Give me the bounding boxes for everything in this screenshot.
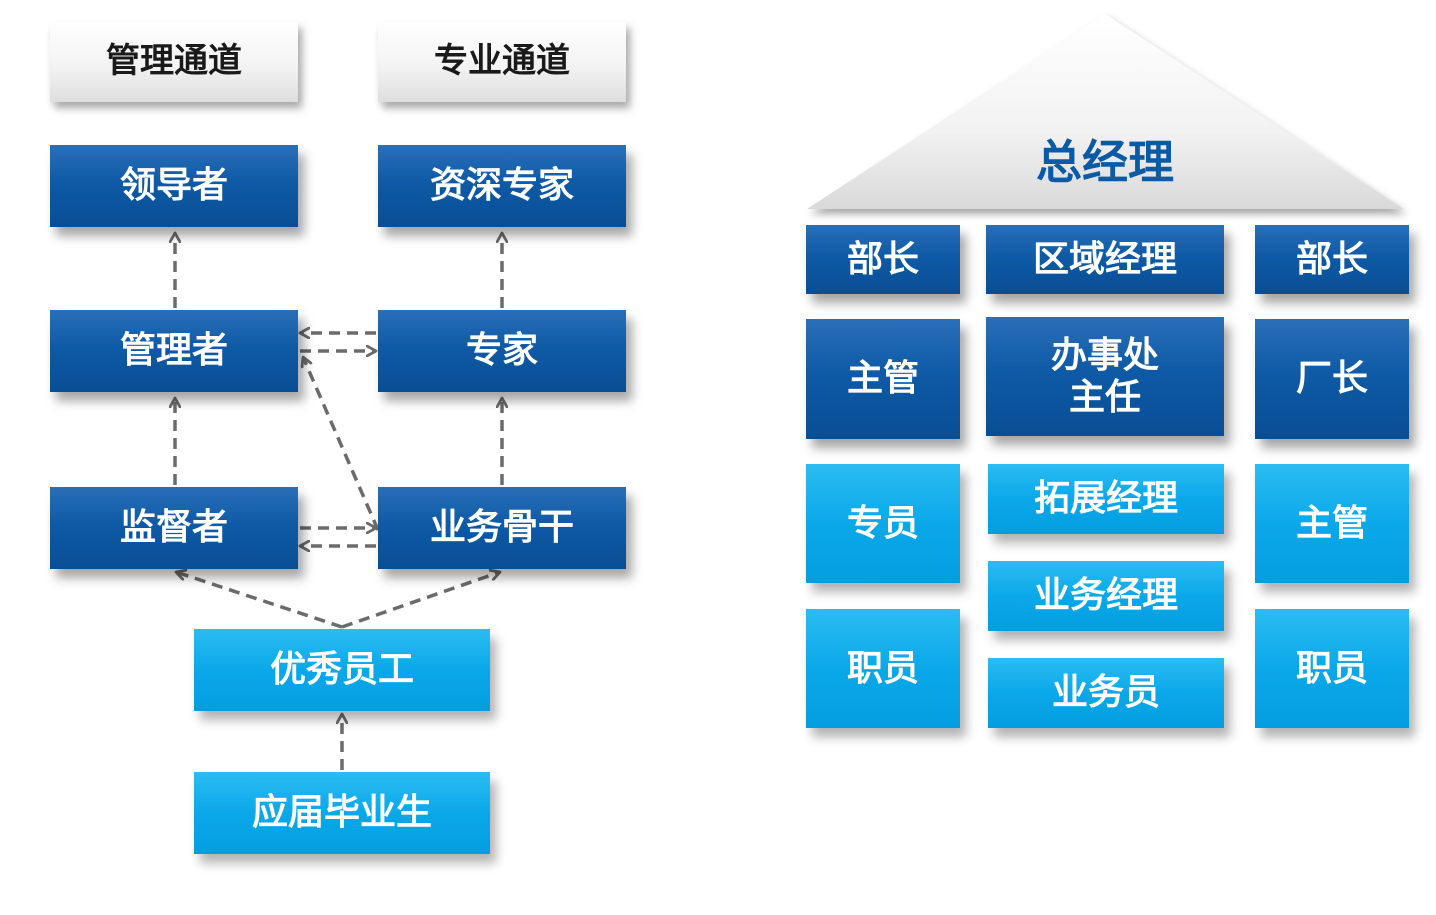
general-manager-label: 总经理: [1036, 135, 1174, 189]
excellent-employee-box: 优秀员工: [194, 629, 490, 711]
professional-track-header: 专业通道: [378, 22, 626, 102]
supervisor-box: 监督者: [50, 487, 298, 569]
arrow-employee-to-supervisor: [176, 572, 343, 629]
left-col-supervisor: 主管: [806, 319, 960, 439]
leader-box: 领导者: [50, 145, 298, 227]
right-col-supervisor: 主管: [1255, 464, 1409, 583]
graduate-box: 应届毕业生: [194, 772, 490, 854]
right-col-factory-director: 厂长: [1255, 319, 1409, 439]
arrow-backbone-to-manager: [303, 357, 380, 531]
mid-col-business-manager: 业务经理: [988, 561, 1224, 631]
expert-box: 专家: [378, 310, 626, 392]
right-col-clerk: 职员: [1255, 609, 1409, 728]
mid-col-salesperson: 业务员: [988, 658, 1224, 728]
mid-col-expansion-manager: 拓展经理: [988, 464, 1224, 534]
senior-expert-box: 资深专家: [378, 145, 626, 227]
right-col-minister: 部长: [1255, 225, 1409, 294]
mid-col-regional-manager: 区域经理: [986, 225, 1224, 294]
management-track-header: 管理通道: [50, 22, 298, 102]
left-col-clerk: 职员: [806, 609, 960, 728]
mid-col-office-director: 办事处 主任: [986, 317, 1224, 436]
arrow-employee-to-backbone: [341, 572, 500, 629]
backbone-box: 业务骨干: [378, 487, 626, 569]
manager-box: 管理者: [50, 310, 298, 392]
left-col-specialist: 专员: [806, 464, 960, 583]
left-col-minister: 部长: [806, 225, 960, 294]
